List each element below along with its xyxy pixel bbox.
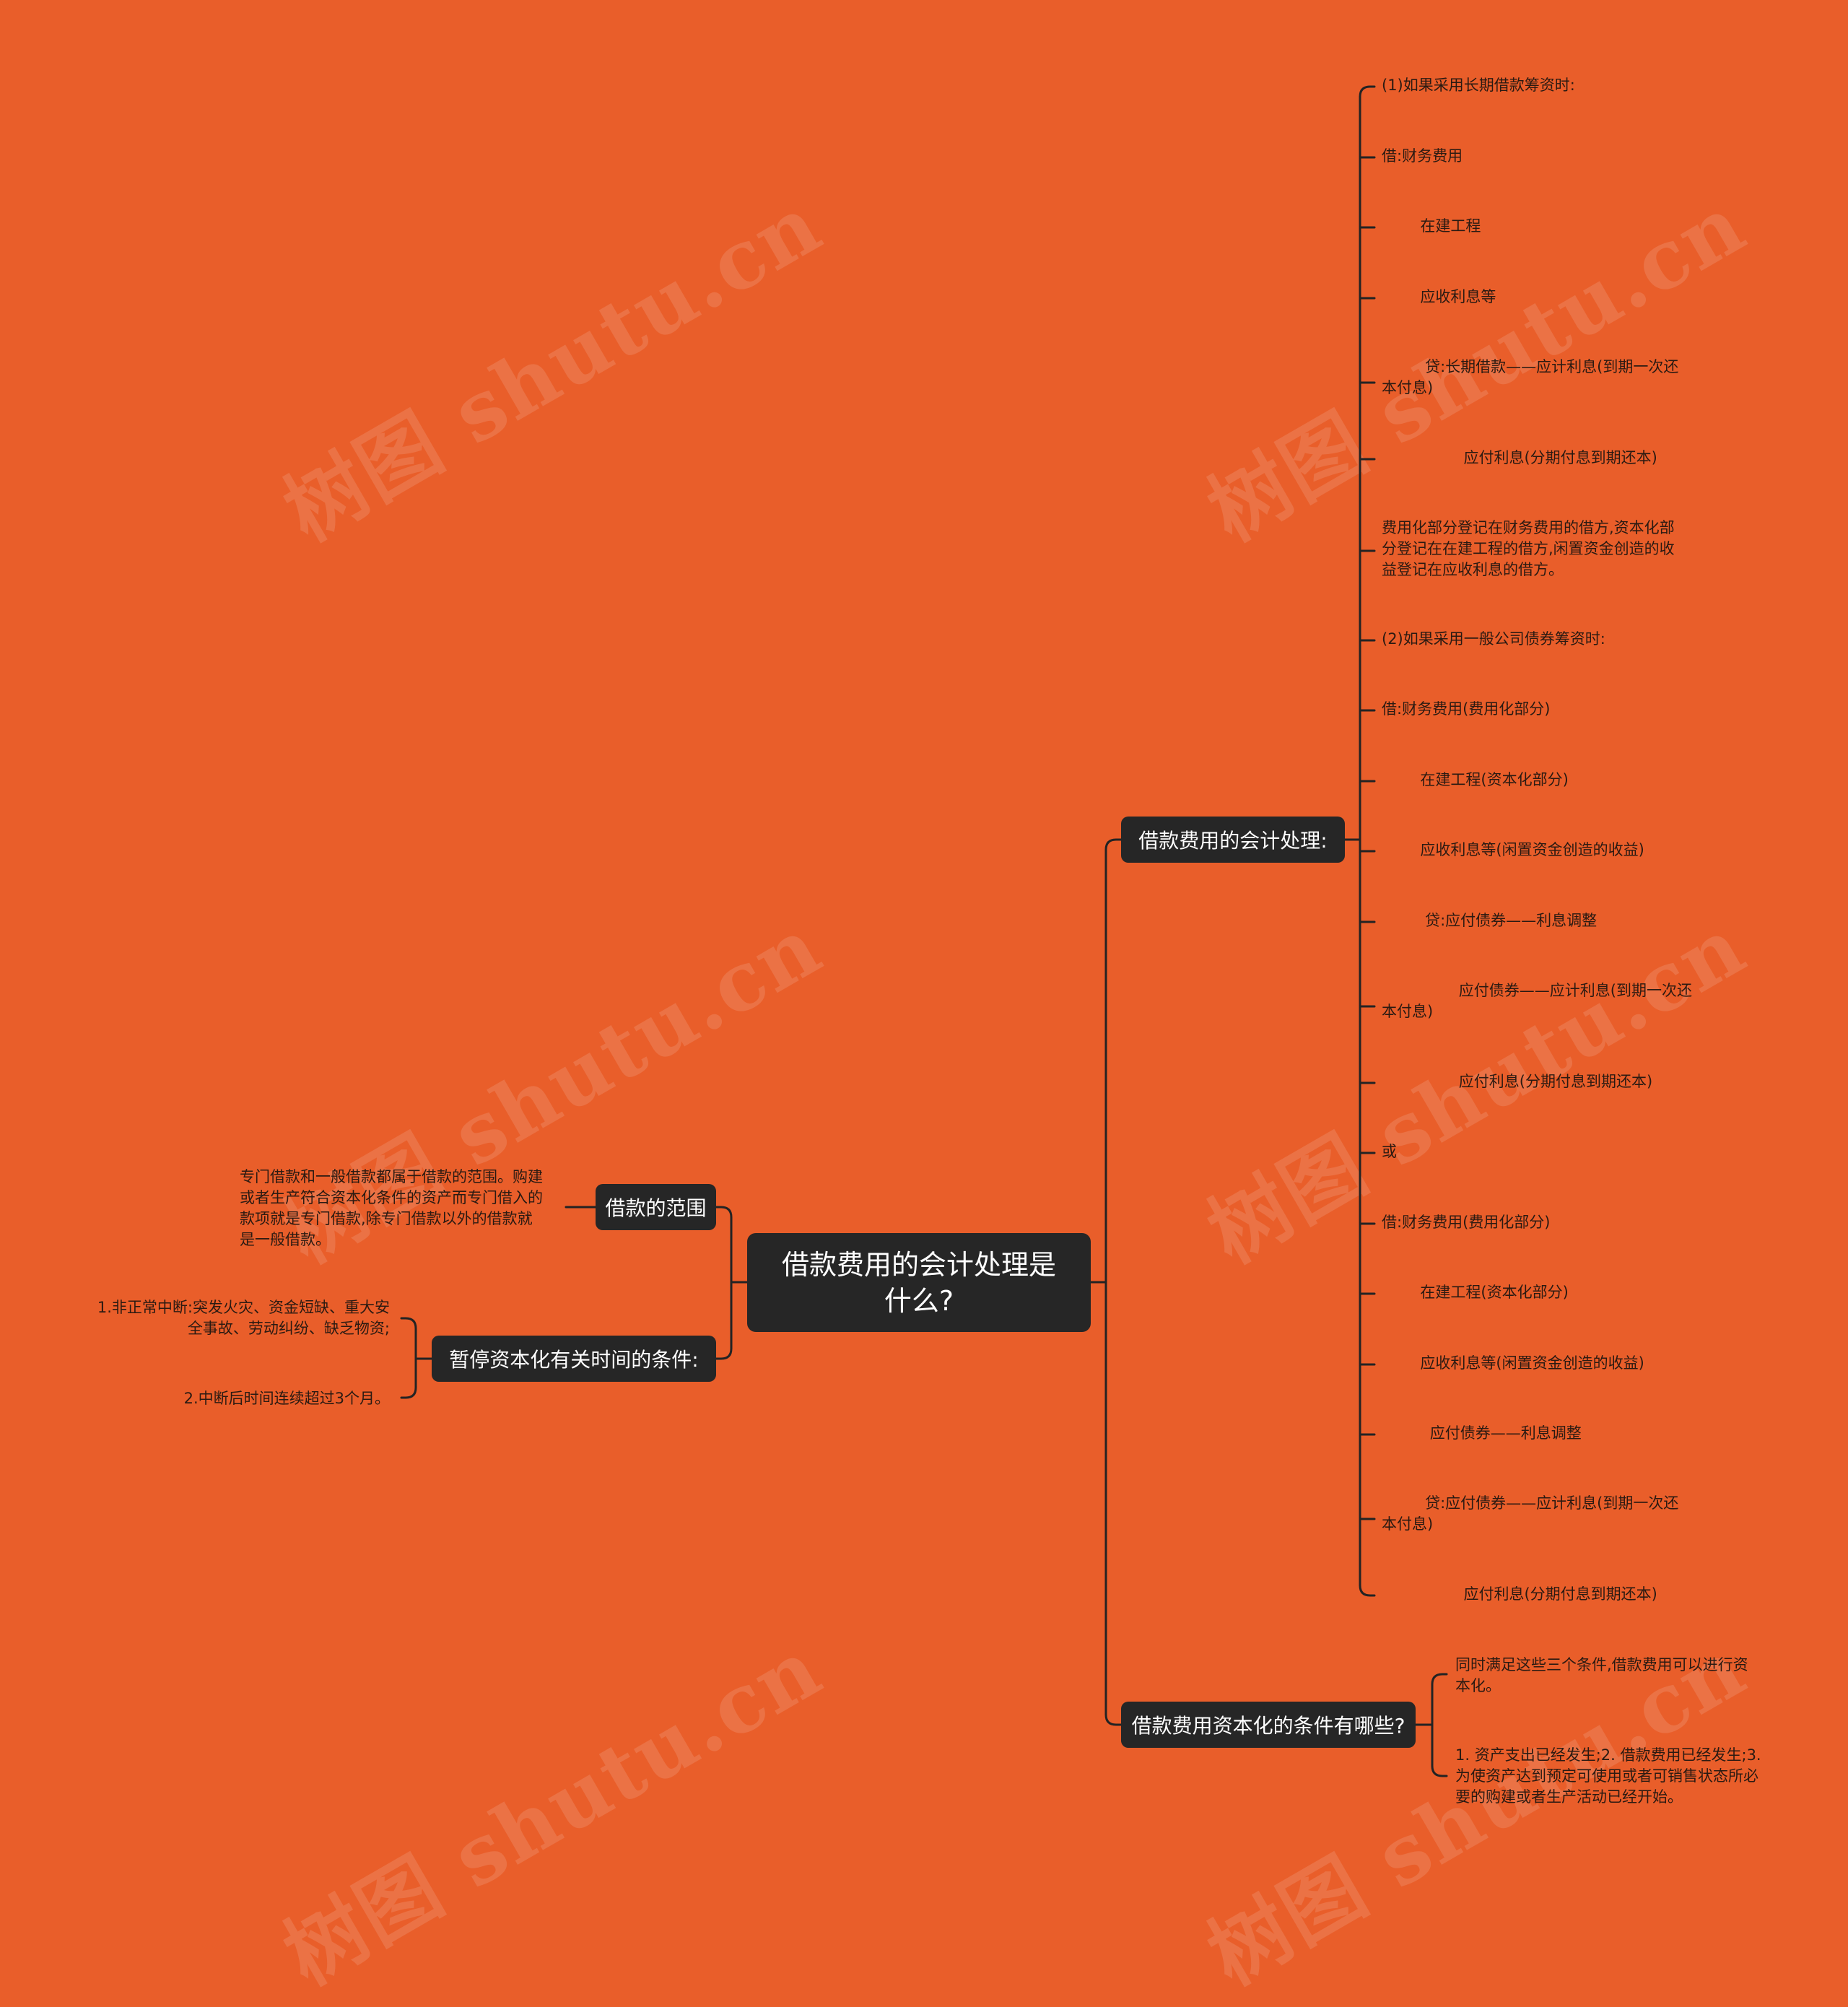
branch-conditions-label: 借款费用资本化的条件有哪些? xyxy=(1131,1714,1405,1738)
leaf-accounting-12: 贷:应付债券——利息调整 xyxy=(1382,912,1598,929)
leaf-accounting-6: 应付利息(分期付息到期还本) xyxy=(1382,449,1657,466)
root-topic[interactable]: 借款费用的会计处理是什么? xyxy=(747,1233,1091,1332)
connector-suspension-leaf xyxy=(400,1386,417,1399)
leaf-accounting-18: 应收利息等(闲置资金创造的收益) xyxy=(1382,1354,1644,1372)
leaf-suspension-2: 2.中断后时间连续超过3个月。 xyxy=(183,1390,390,1407)
leaf-accounting-17: 在建工程(资本化部分) xyxy=(1382,1284,1569,1301)
leaf-accounting-11: 应收利息等(闲置资金创造的收益) xyxy=(1382,841,1644,858)
connector-root-conditions xyxy=(1104,1281,1123,1726)
leaf-conditions-1: 同时满足这些三个条件,借款费用可以进行资 本化。 xyxy=(1455,1656,1748,1694)
branch-scope[interactable]: 借款的范围 xyxy=(596,1184,716,1230)
connector-root-scope xyxy=(715,1206,733,1284)
leaf-conditions-2: 1. 资产支出已经发生;2. 借款费用已经发生;3. 为使资产达到预定可使用或者… xyxy=(1455,1746,1761,1806)
connector-root-accounting xyxy=(1104,838,1123,1284)
leaf-accounting-19: 应付债券——利息调整 xyxy=(1382,1424,1582,1442)
branch-accounting-label: 借款费用的会计处理: xyxy=(1138,829,1328,853)
leaf-accounting-14: 应付利息(分期付息到期还本) xyxy=(1382,1073,1653,1090)
leaf-accounting-1: (1)如果采用长期借款筹资时: xyxy=(1382,77,1575,94)
root-topic-label: 借款费用的会计处理是什么? xyxy=(781,1248,1056,1317)
mind-map-canvas: 树图 shutu.cn 树图 shutu.cn 树图 shutu.cn 树图 s… xyxy=(97,77,1761,2003)
branch-suspension[interactable]: 暂停资本化有关时间的条件: xyxy=(432,1336,716,1382)
leaf-accounting-5: 贷:长期借款——应计利息(到期一次还 本付息) xyxy=(1382,358,1679,396)
branch-suspension-label: 暂停资本化有关时间的条件: xyxy=(449,1348,699,1372)
leaf-accounting-13: 应付债券——应计利息(到期一次还 本付息) xyxy=(1382,982,1692,1020)
branch-scope-label: 借款的范围 xyxy=(605,1196,707,1220)
connector-conditions-leaf xyxy=(1431,1764,1448,1777)
connector-root-suspension xyxy=(715,1281,733,1360)
leaf-accounting-7: 费用化部分登记在财务费用的借方,资本化部 分登记在在建工程的借方,闲置资金创造的… xyxy=(1382,519,1675,578)
leaf-accounting-15: 或 xyxy=(1382,1143,1397,1160)
connector-accounting-leaf xyxy=(1359,1584,1376,1597)
leaf-accounting-20: 贷:应付债券——应计利息(到期一次还 本付息) xyxy=(1382,1494,1679,1533)
leaf-accounting-16: 借:财务费用(费用化部分) xyxy=(1382,1214,1551,1231)
connector-lines xyxy=(400,85,1448,1777)
leaf-accounting-3: 在建工程 xyxy=(1382,217,1481,235)
leaf-suspension-1: 1.非正常中断:突发火灾、资金短缺、重大安 全事故、劳动纠纷、缺乏物资; xyxy=(97,1299,390,1337)
leaf-accounting-8: (2)如果采用一般公司债券筹资时: xyxy=(1382,630,1605,648)
connector-suspension-leaf xyxy=(400,1317,417,1330)
leaf-accounting-21: 应付利息(分期付息到期还本) xyxy=(1382,1585,1657,1603)
leaf-scope-1: 专门借款和一般借款都属于借款的范围。购建 或者生产符合资本化条件的资产而专门借入… xyxy=(240,1168,543,1248)
branch-conditions[interactable]: 借款费用资本化的条件有哪些? xyxy=(1121,1702,1416,1748)
leaf-accounting-9: 借:财务费用(费用化部分) xyxy=(1382,700,1551,718)
branch-accounting[interactable]: 借款费用的会计处理: xyxy=(1121,817,1345,863)
leaf-accounting-10: 在建工程(资本化部分) xyxy=(1382,771,1569,788)
connector-accounting-leaf xyxy=(1359,85,1376,98)
connector-conditions-leaf xyxy=(1431,1673,1448,1686)
leaf-accounting-2: 借:财务费用 xyxy=(1382,147,1463,165)
leaf-accounting-4: 应收利息等 xyxy=(1382,288,1496,305)
